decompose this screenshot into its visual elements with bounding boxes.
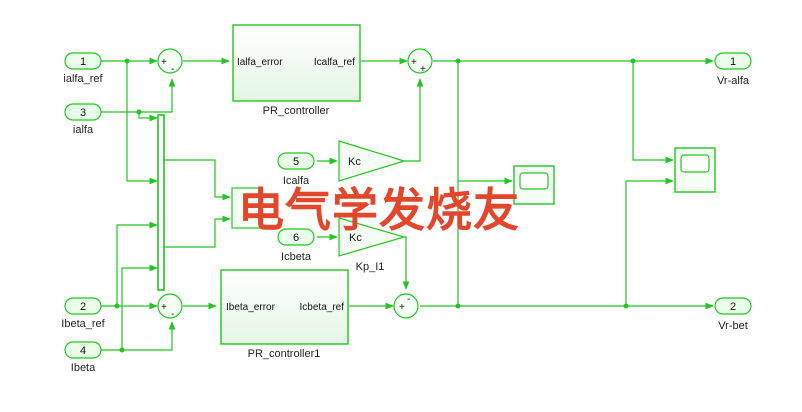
pr-controller-name: PR_controller xyxy=(262,105,330,117)
outport-2-label: Vr-bet xyxy=(718,320,748,332)
sum-block-vr-alfa[interactable]: + + xyxy=(407,48,433,75)
gain-top-text: Kc xyxy=(348,156,361,168)
sum-alfa-minus: - xyxy=(171,64,174,75)
gain-block-kp-i1[interactable]: Kc xyxy=(338,217,407,257)
sum-alfa-plus: + xyxy=(161,57,167,68)
pr-controller1-output-port-label: Icbeta_ref xyxy=(300,302,345,313)
inport-6-number: 6 xyxy=(293,232,299,244)
inport-2-number: 2 xyxy=(80,301,86,313)
junction-dots xyxy=(114,58,636,353)
inport-4-label: Ibeta xyxy=(70,362,96,374)
gain-kp-i1-name: Kp_I1 xyxy=(355,261,385,273)
pr-controller-output-port-label: Icalfa_ref xyxy=(314,57,355,68)
pr-controller1-input-port-label: Ibeta_error xyxy=(226,302,276,313)
sum-block-beta[interactable]: + - xyxy=(157,293,183,320)
outport-1-label: Vr-alfa xyxy=(717,75,749,87)
inport-3[interactable]: 3 xyxy=(64,103,102,121)
pr-controller1-block[interactable]: Ibeta_error Icbeta_ref xyxy=(220,269,349,345)
inport-2-label: Ibeta_ref xyxy=(61,318,105,330)
gain-bottom-text: Kc xyxy=(349,232,362,244)
inport-1[interactable]: 1 xyxy=(64,52,102,70)
inport-4-number: 4 xyxy=(80,345,86,357)
outport-1[interactable]: 1 xyxy=(714,52,752,70)
pr-controller-input-port-label: Ialfa_error xyxy=(237,57,283,68)
sum-block-vr-beta[interactable]: + - xyxy=(393,293,419,319)
sum-beta-minus: - xyxy=(171,309,174,320)
gain-block-top[interactable]: Kc xyxy=(338,140,407,182)
scope-block-right[interactable] xyxy=(674,147,716,193)
sum-vr-alfa-plus-1: + xyxy=(411,57,417,68)
inport-5-number: 5 xyxy=(293,156,299,168)
display-block-center[interactable] xyxy=(231,187,263,229)
outport-2-number: 2 xyxy=(730,301,736,313)
outport-1-number: 1 xyxy=(730,56,736,68)
inport-5-label: Icalfa xyxy=(282,175,310,187)
outport-2[interactable]: 2 xyxy=(714,297,752,315)
inport-1-label: ialfa_ref xyxy=(63,73,103,85)
inport-3-label: ialfa xyxy=(72,124,94,136)
inport-3-number: 3 xyxy=(80,107,86,119)
inport-6[interactable]: 6 xyxy=(277,228,315,246)
inport-4[interactable]: 4 xyxy=(64,341,102,359)
watermark-text: 电气学发烧友 xyxy=(238,183,520,237)
scope-center-screen-icon xyxy=(519,172,549,190)
sum-vr-beta-plus: + xyxy=(399,302,405,313)
inport-6-label: Icbeta xyxy=(281,251,311,263)
sum-vr-beta-minus: - xyxy=(407,294,410,305)
sum-vr-alfa-plus-2: + xyxy=(420,64,426,75)
sum-beta-plus: + xyxy=(161,302,167,313)
inport-5[interactable]: 5 xyxy=(277,152,315,170)
inport-1-number: 1 xyxy=(80,56,86,68)
scope-block-center[interactable] xyxy=(513,165,555,205)
scope-right-screen-icon xyxy=(680,154,710,173)
pr-controller-block[interactable]: Ialfa_error Icalfa_ref xyxy=(232,24,361,102)
sum-block-alfa[interactable]: + - xyxy=(157,48,183,75)
mux-block[interactable] xyxy=(157,114,165,291)
inport-2[interactable]: 2 xyxy=(64,297,102,315)
pr-controller1-name: PR_controller1 xyxy=(247,348,321,360)
